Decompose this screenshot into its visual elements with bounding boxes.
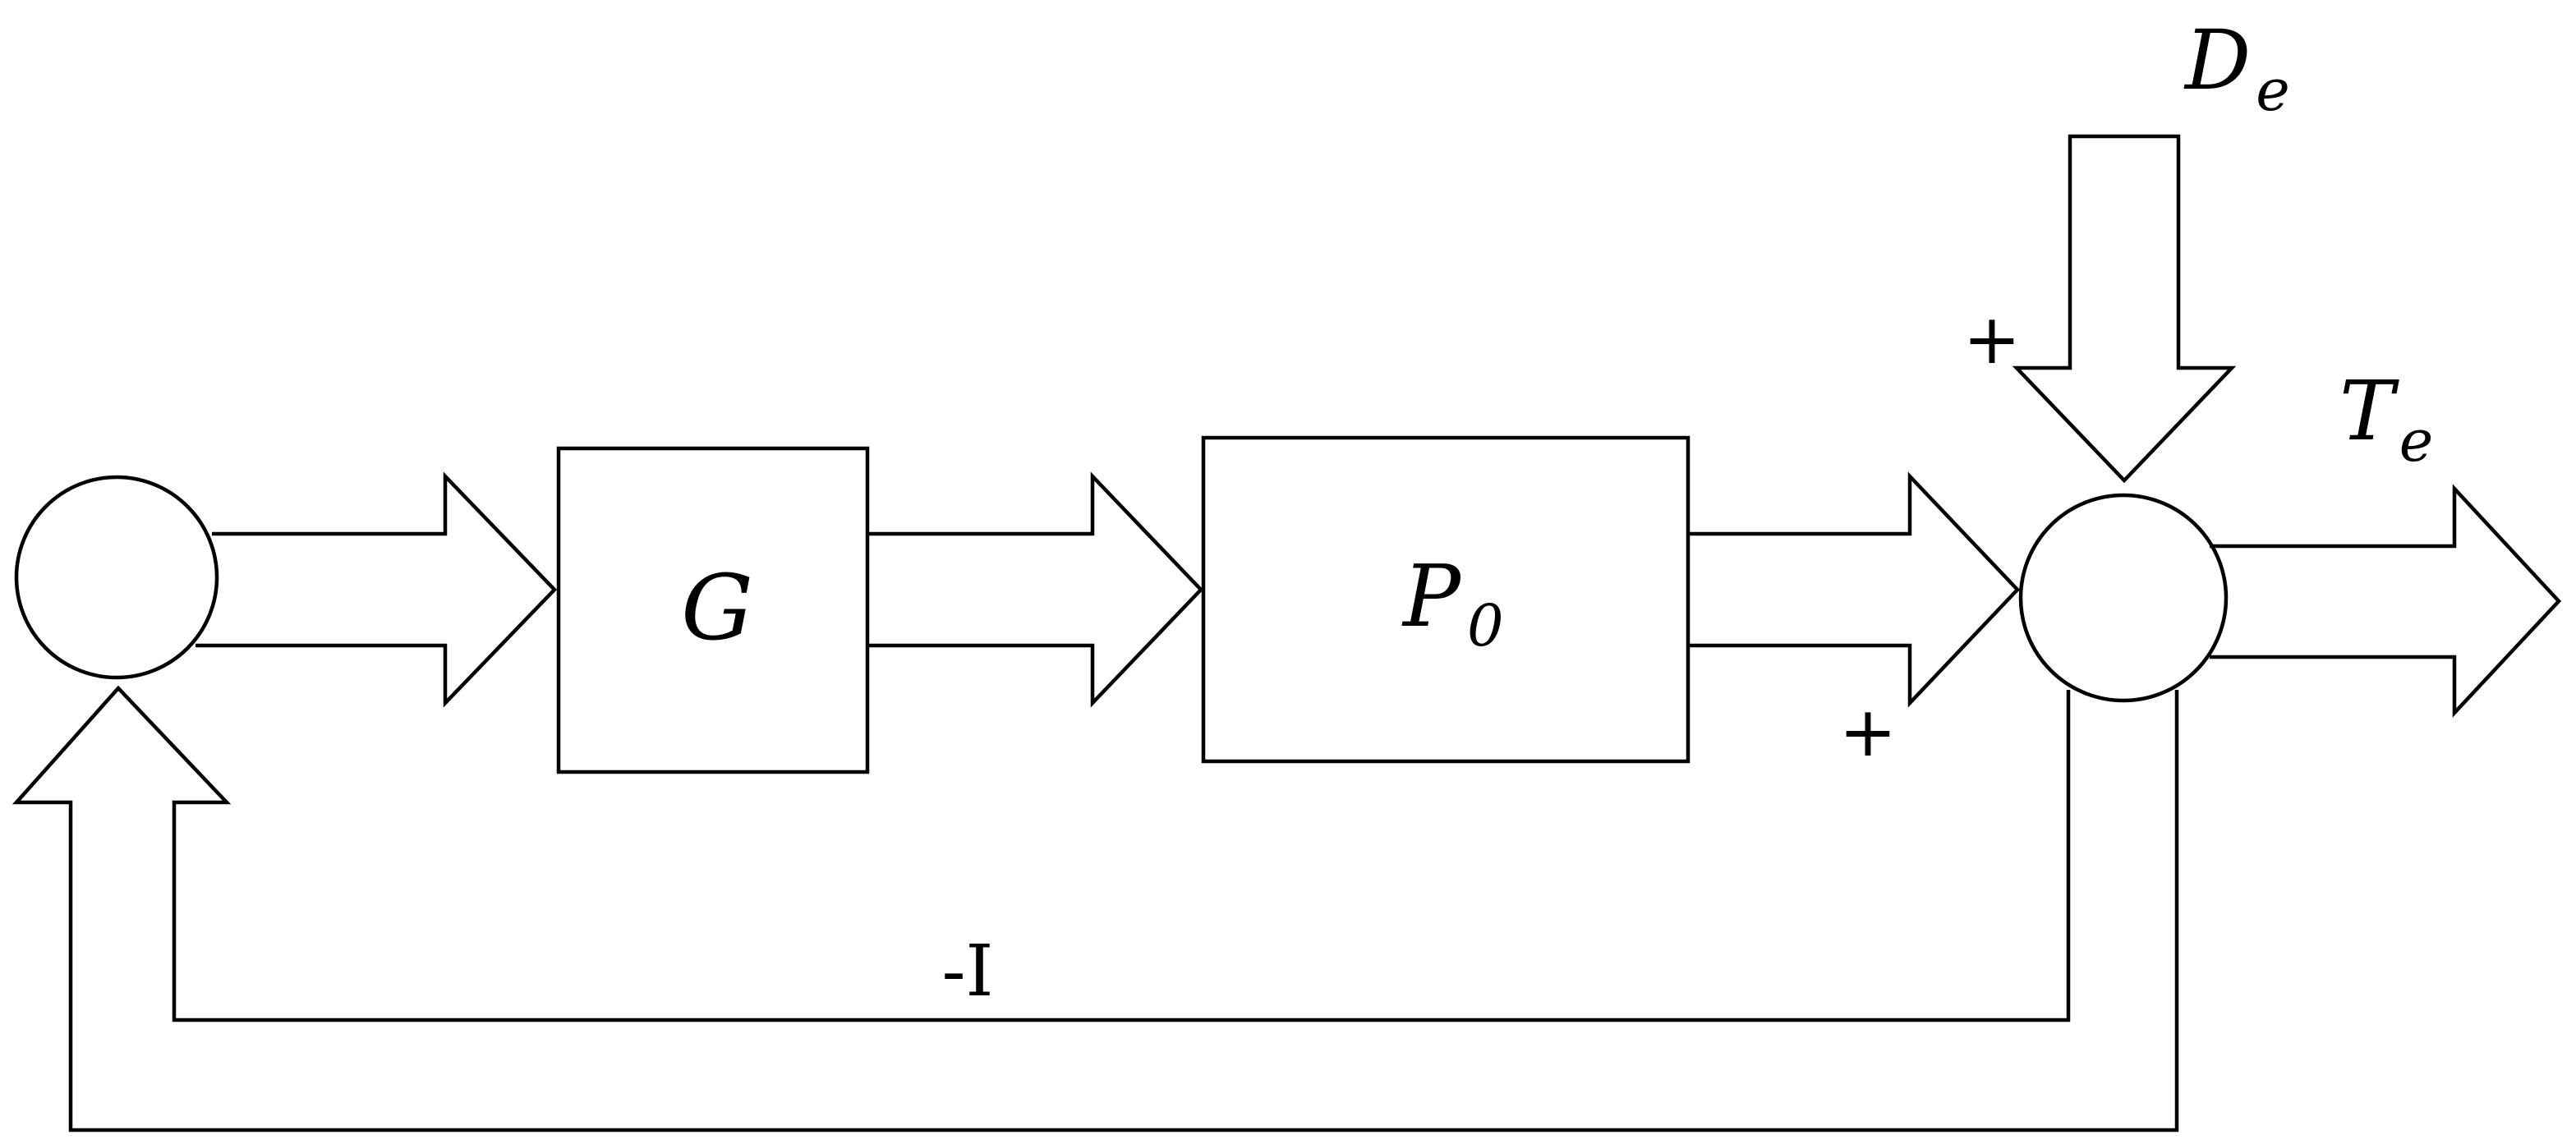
- plant-sign: +: [1839, 691, 1897, 772]
- disturbance-symbol: D e: [2183, 12, 2290, 124]
- plant-block: [1201, 435, 1690, 764]
- disturbance-arrow: [2012, 134, 2237, 484]
- feedback-gain-label: -I: [941, 930, 993, 1013]
- disturbance-sign: +: [1963, 299, 2021, 379]
- controller-symbol: G: [681, 555, 753, 660]
- output-symbol: T e: [2339, 363, 2433, 475]
- output-arrow: [2210, 484, 2562, 718]
- input-summing-junction: [14, 475, 219, 680]
- plant-symbol: P 0: [1401, 546, 1504, 659]
- arrow-controller-to-plant: [867, 471, 1204, 708]
- arrow-plant-to-output-junction: [1688, 471, 2021, 708]
- feedback-path: [12, 685, 2179, 1133]
- controller-block: [556, 446, 870, 774]
- output-summing-junction: [2018, 493, 2229, 703]
- arrow-junction-to-controller: [196, 471, 558, 708]
